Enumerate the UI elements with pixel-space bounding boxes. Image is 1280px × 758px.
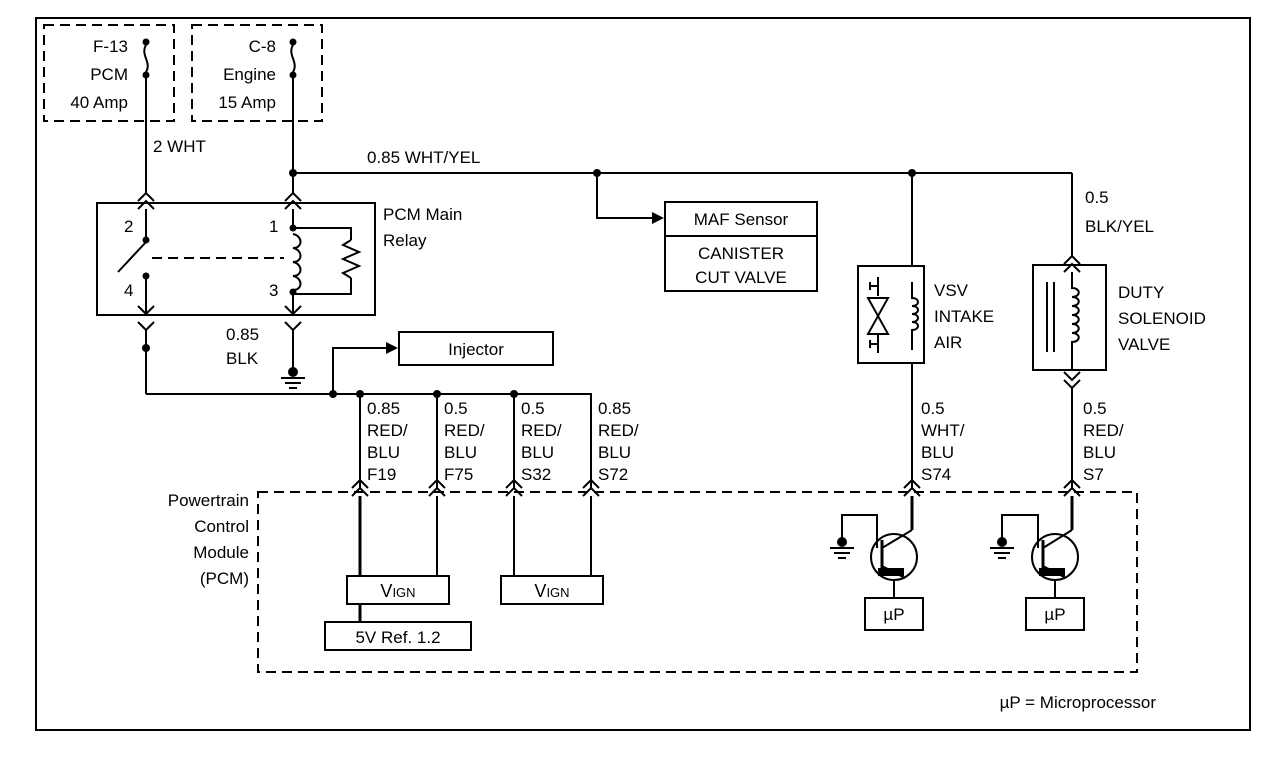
- duty-label-2: SOLENOID: [1118, 309, 1206, 328]
- pin-label-s7: 0.5 RED/ BLU S7: [1083, 399, 1124, 484]
- ref-label: 5V Ref. 1.2: [355, 628, 440, 647]
- fuse-c8-name: Engine: [223, 65, 276, 84]
- svg-text:0.5: 0.5: [921, 399, 945, 418]
- fuse-c8: C-8 Engine 15 Amp: [191, 24, 323, 122]
- svg-text:BLU: BLU: [598, 443, 631, 462]
- duty-label-3: VALVE: [1118, 335, 1170, 354]
- svg-text:RED/: RED/: [444, 421, 485, 440]
- diagram-frame: [35, 17, 1251, 731]
- footnote: µP = Microprocessor: [1000, 693, 1157, 712]
- pcm-main-relay: PCM Main Relay 2 4 1 3: [96, 202, 462, 316]
- canister-label-1: CANISTER: [698, 244, 784, 263]
- fuse-f13-rating: 40 Amp: [70, 93, 128, 112]
- wire-label-085whtyel: 0.85 WHT/YEL: [367, 148, 480, 167]
- duty-label-1: DUTY: [1118, 283, 1164, 302]
- pcm-module: Powertrain Control Module (PCM) VIGN 5V …: [168, 491, 1138, 673]
- svg-text:F75: F75: [444, 465, 473, 484]
- maf-sensor-label: MAF Sensor: [694, 210, 789, 229]
- fuse-f13-name: PCM: [90, 65, 128, 84]
- svg-text:S7: S7: [1083, 465, 1104, 484]
- relay-pin-2: 2: [124, 217, 133, 236]
- svg-text:BLU: BLU: [921, 443, 954, 462]
- vign-label-1: VIGN: [380, 581, 415, 601]
- svg-text:0.85: 0.85: [367, 399, 400, 418]
- fuse-c8-id: C-8: [249, 37, 276, 56]
- up-label-s7: µP: [1044, 605, 1065, 624]
- svg-text:0.5: 0.5: [521, 399, 545, 418]
- svg-text:0.5: 0.5: [444, 399, 468, 418]
- pcm-label-4: (PCM): [200, 569, 249, 588]
- pcm-label-3: Module: [193, 543, 249, 562]
- pcm-label-1: Powertrain: [168, 491, 249, 510]
- vign-box-1: [346, 575, 450, 605]
- pin-label-s32: 0.5 RED/ BLU S32: [521, 399, 562, 484]
- svg-text:BLU: BLU: [367, 443, 400, 462]
- svg-text:BLU: BLU: [1083, 443, 1116, 462]
- vign-label-2: VIGN: [534, 581, 569, 601]
- svg-text:RED/: RED/: [1083, 421, 1124, 440]
- wire-label-2wht: 2 WHT: [153, 137, 206, 156]
- wire-label-blkyel-1: 0.5: [1085, 188, 1109, 207]
- svg-text:RED/: RED/: [367, 421, 408, 440]
- transistor-s7: µP: [990, 496, 1085, 631]
- svg-text:RED/: RED/: [521, 421, 562, 440]
- wire-label-blk-1: 0.85: [226, 325, 259, 344]
- relay-title-2: Relay: [383, 231, 427, 250]
- injector-box: [398, 331, 554, 366]
- relay-title-1: PCM Main: [383, 205, 462, 224]
- relay-pin-3: 3: [269, 281, 278, 300]
- pin-label-s72: 0.85 RED/ BLU S72: [598, 399, 639, 484]
- svg-text:RED/: RED/: [598, 421, 639, 440]
- canister-label-2: CUT VALVE: [695, 268, 787, 287]
- up-label-s74: µP: [883, 605, 904, 624]
- svg-text:S32: S32: [521, 465, 551, 484]
- injector-label: Injector: [448, 340, 504, 359]
- svg-text:BLU: BLU: [521, 443, 554, 462]
- svg-text:F19: F19: [367, 465, 396, 484]
- wire-label-blkyel-2: BLK/YEL: [1085, 217, 1154, 236]
- fuse-c8-rating: 15 Amp: [218, 93, 276, 112]
- svg-text:0.5: 0.5: [1083, 399, 1107, 418]
- svg-text:WHT/: WHT/: [921, 421, 965, 440]
- pcm-label-2: Control: [194, 517, 249, 536]
- vsv-label-3: AIR: [934, 333, 962, 352]
- vsv-label-1: VSV: [934, 281, 969, 300]
- pin-label-f19: 0.85 RED/ BLU F19: [367, 399, 408, 484]
- ref-box: [324, 621, 472, 651]
- vsv-label-2: INTAKE: [934, 307, 994, 326]
- svg-text:0.85: 0.85: [598, 399, 631, 418]
- svg-text:BLU: BLU: [444, 443, 477, 462]
- vign-box-2: [500, 575, 604, 605]
- transistor-s74: µP: [830, 496, 924, 631]
- duty-solenoid-valve: DUTY SOLENOID VALVE: [1032, 264, 1206, 371]
- wire-label-blk-2: BLK: [226, 349, 259, 368]
- svg-text:S74: S74: [921, 465, 951, 484]
- maf-canister-block: MAF Sensor CANISTER CUT VALVE: [664, 201, 818, 292]
- fuse-f13: F-13 PCM 40 Amp: [43, 24, 175, 122]
- relay-pin-4: 4: [124, 281, 133, 300]
- vsv-intake-air: VSV INTAKE AIR: [857, 265, 994, 364]
- svg-text:S72: S72: [598, 465, 628, 484]
- fuse-f13-id: F-13: [93, 37, 128, 56]
- relay-pin-1: 1: [269, 217, 278, 236]
- pin-label-s74: 0.5 WHT/ BLU S74: [921, 399, 965, 484]
- pin-label-f75: 0.5 RED/ BLU F75: [444, 399, 485, 484]
